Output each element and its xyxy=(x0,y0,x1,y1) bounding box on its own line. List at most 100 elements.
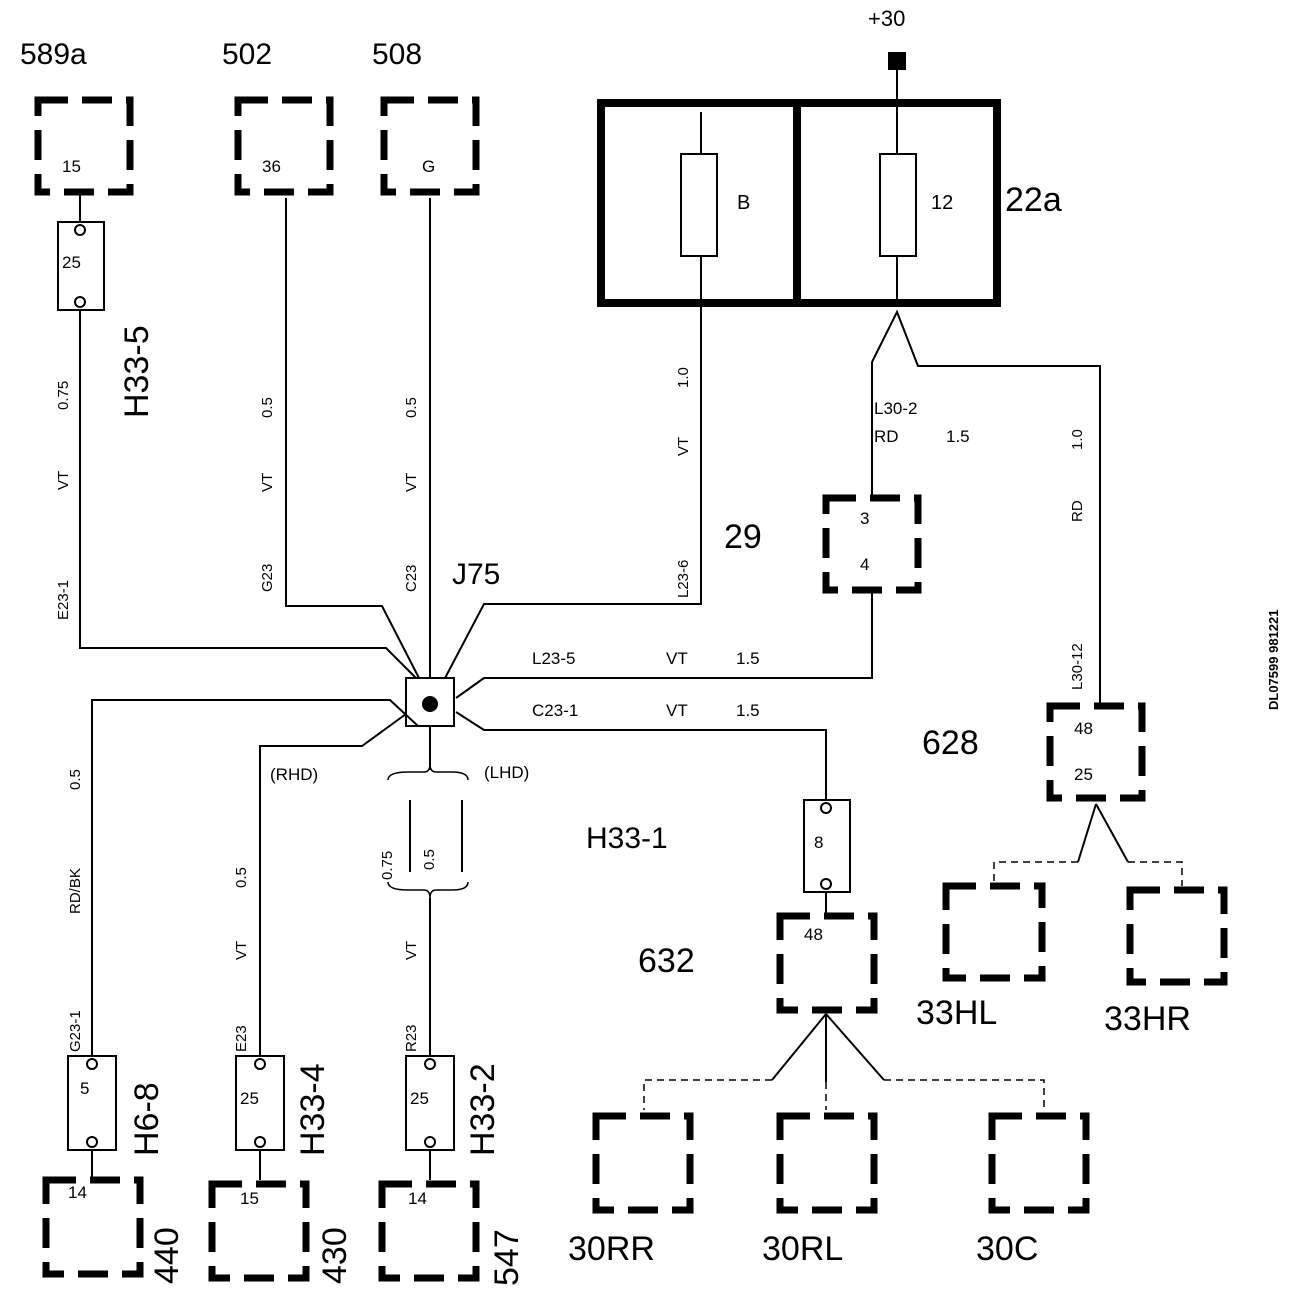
wire-g23-1-code: G23-1 xyxy=(67,1010,84,1052)
component-30c-id: 30C xyxy=(976,1230,1038,1268)
component-30rl-id: 30RL xyxy=(762,1230,843,1268)
wire-r23-code: R23 xyxy=(403,1024,420,1052)
wire-632-branches xyxy=(643,1013,1045,1110)
wire-r23-size-b: 0.5 xyxy=(421,849,438,870)
wire-l30-2-size: 1.5 xyxy=(946,427,970,446)
component-30rr-id: 30RR xyxy=(568,1230,655,1268)
component-502 xyxy=(234,96,334,196)
connector-h33-4-id: H33-4 xyxy=(294,1063,332,1156)
wire-r23 xyxy=(387,726,469,1056)
junction-j75-id: J75 xyxy=(452,558,500,591)
component-632-pin: 48 xyxy=(804,925,823,944)
wire-g23-size: 0.5 xyxy=(259,397,276,418)
wire-e23-1-code: E23-1 xyxy=(55,580,72,620)
wire-g23-color: VT xyxy=(259,473,276,492)
wire-l23-6 xyxy=(443,256,702,681)
variant-rhd-label: (RHD) xyxy=(270,765,318,784)
wire-628-branches xyxy=(993,803,1183,886)
connector-h6-8-pin: 5 xyxy=(80,1079,89,1098)
fusebox-id: 22a xyxy=(1005,181,1062,219)
component-589a-id: 589a xyxy=(20,38,87,71)
wire-c23-color: VT xyxy=(403,473,420,492)
wire-g23 xyxy=(285,198,421,681)
component-430-id: 430 xyxy=(316,1227,354,1284)
component-502-id: 502 xyxy=(222,38,272,71)
component-440-id: 440 xyxy=(148,1227,186,1284)
component-430 xyxy=(208,1180,310,1282)
reference-code: DL07599 981221 xyxy=(1266,610,1281,710)
wire-c23-code: C23 xyxy=(403,564,420,592)
wire-e23-1-color: VT xyxy=(55,471,72,490)
component-628 xyxy=(1046,702,1146,802)
component-589a xyxy=(34,96,134,196)
component-508 xyxy=(380,96,480,196)
component-628-pin-top: 48 xyxy=(1074,719,1093,738)
supply-terminal xyxy=(888,52,906,70)
connector-h6-8 xyxy=(67,1055,117,1180)
junction-j75 xyxy=(405,677,455,727)
wire-c23-1 xyxy=(455,711,827,800)
component-628-id: 628 xyxy=(922,724,979,762)
wire-l23-5 xyxy=(455,590,873,699)
wire-c23-1-size: 1.5 xyxy=(736,701,760,720)
wire-e23-1-size: 0.75 xyxy=(55,381,72,410)
connector-h33-5-id: H33-5 xyxy=(118,325,156,418)
wire-g23-1-color: RD/BK xyxy=(67,868,84,914)
component-502-pin: 36 xyxy=(262,157,281,176)
component-30rr xyxy=(592,1112,694,1214)
fuse-b xyxy=(680,153,718,257)
connector-h33-5-pin: 25 xyxy=(62,253,81,272)
component-29-pin-bottom: 4 xyxy=(860,555,869,574)
wire-e23-1 xyxy=(79,310,419,681)
wire-e23 xyxy=(259,713,407,1056)
wire-e23-color: VT xyxy=(233,941,250,960)
connector-h33-1 xyxy=(803,799,851,916)
wire-l30-2-color: RD xyxy=(874,427,899,446)
component-29-pin-top: 3 xyxy=(860,509,869,528)
component-547-id: 547 xyxy=(488,1229,526,1286)
wire-e23-code: E23 xyxy=(233,1025,250,1052)
wire-c23-1-color: VT xyxy=(666,701,688,720)
wire-l23-6-color: VT xyxy=(675,437,692,456)
supply-label: +30 xyxy=(868,6,905,31)
wire-l30-12-code: L30-12 xyxy=(1069,643,1086,690)
wire-l23-5-size: 1.5 xyxy=(736,649,760,668)
connector-h33-2-id: H33-2 xyxy=(464,1063,502,1156)
component-547 xyxy=(378,1180,480,1282)
variant-lhd-label: (LHD) xyxy=(484,763,529,782)
connector-h33-2-pin: 25 xyxy=(410,1089,429,1108)
wire-c23-1-code: C23-1 xyxy=(532,701,578,720)
wire-l30-12 xyxy=(871,309,1101,704)
component-508-id: 508 xyxy=(372,38,422,71)
fuse-b-label: B xyxy=(737,192,750,214)
connector-h33-5 xyxy=(57,192,105,311)
wire-g23-1 xyxy=(91,699,419,1056)
component-33hl-id: 33HL xyxy=(916,994,997,1032)
component-29 xyxy=(822,494,922,594)
wire-g23-code: G23 xyxy=(259,564,276,592)
component-628-pin-bottom: 25 xyxy=(1074,765,1093,784)
connector-h33-1-id: H33-1 xyxy=(586,822,668,855)
wire-c23-size: 0.5 xyxy=(403,397,420,418)
component-440-pin: 14 xyxy=(68,1183,87,1202)
wire-l30-2-code: L30-2 xyxy=(874,399,917,418)
wire-l23-5-color: VT xyxy=(666,649,688,668)
component-33hl xyxy=(942,882,1046,982)
component-632-id: 632 xyxy=(638,942,695,980)
connector-h33-1-pin: 8 xyxy=(814,833,823,852)
component-632 xyxy=(776,912,878,1014)
wire-r23-color: VT xyxy=(403,941,420,960)
component-440 xyxy=(42,1176,144,1278)
wire-r23-size-a: 0.75 xyxy=(379,851,396,880)
component-589a-pin: 15 xyxy=(62,157,81,176)
wire-l23-6-size: 1.0 xyxy=(675,367,692,388)
wire-g23-1-size: 0.5 xyxy=(67,769,84,790)
component-29-id: 29 xyxy=(724,518,762,556)
wire-l30-12-color: RD xyxy=(1069,500,1086,522)
wire-l23-5-code: L23-5 xyxy=(532,649,575,668)
connector-h6-8-id: H6-8 xyxy=(128,1082,166,1156)
connector-h33-2 xyxy=(405,1055,455,1180)
component-30c xyxy=(988,1112,1090,1214)
component-508-pin: G xyxy=(422,157,435,176)
